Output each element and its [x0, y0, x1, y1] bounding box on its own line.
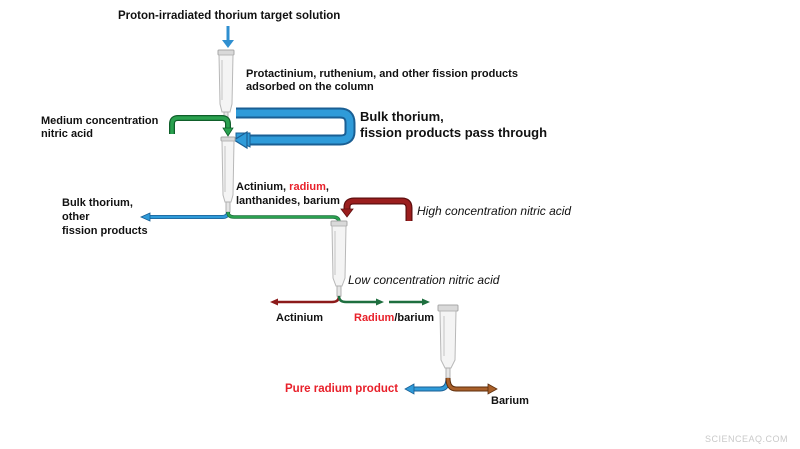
- high-acid-label: High concentration nitric acid: [417, 204, 572, 218]
- column-3-icon: [330, 220, 348, 297]
- radium-barium-label: Radium/barium: [354, 312, 435, 324]
- medium-acid-arrow: [169, 115, 234, 137]
- radium-highlight: radium: [289, 181, 326, 193]
- retained-label-line2: lanthanides, barium: [236, 195, 340, 207]
- bulk-thorium-label-line1: Bulk thorium,: [62, 197, 133, 209]
- column-3-split: [270, 295, 430, 306]
- bulk-thorium-label-line2: other: [62, 211, 90, 223]
- pure-radium-label: Pure radium product: [285, 383, 399, 395]
- barium-label: Barium: [491, 395, 529, 407]
- adsorbed-label-line2: adsorbed on the column: [246, 81, 374, 93]
- pass-through-label-line2: fission products pass through: [360, 125, 548, 140]
- pass-through-loop: [232, 107, 356, 150]
- column-1-icon: [217, 49, 235, 123]
- high-acid-arrow: [340, 197, 413, 221]
- column-4-split: [404, 377, 498, 395]
- actinium-label: Actinium: [276, 312, 324, 324]
- retained-label-line1: Actinium, radium,: [236, 181, 329, 193]
- column-2-icon: [220, 136, 236, 213]
- medium-acid-label-line1: Medium concentration: [41, 115, 159, 127]
- feed-arrow: [222, 26, 234, 48]
- pass-through-label-line1: Bulk thorium,: [360, 109, 444, 124]
- low-acid-label: Low concentration nitric acid: [348, 273, 500, 287]
- bulk-thorium-label-line3: fission products: [62, 225, 148, 237]
- radium-highlight-2: Radium: [354, 312, 395, 324]
- watermark: SCIENCEAQ.COM: [705, 434, 789, 444]
- feed-label: Proton-irradiated thorium target solutio…: [118, 10, 341, 22]
- medium-acid-label-line2: nitric acid: [41, 128, 93, 140]
- column-2-split: [140, 211, 341, 224]
- adsorbed-label-line1: Protactinium, ruthenium, and other fissi…: [246, 68, 518, 80]
- column-4-icon: [437, 304, 459, 379]
